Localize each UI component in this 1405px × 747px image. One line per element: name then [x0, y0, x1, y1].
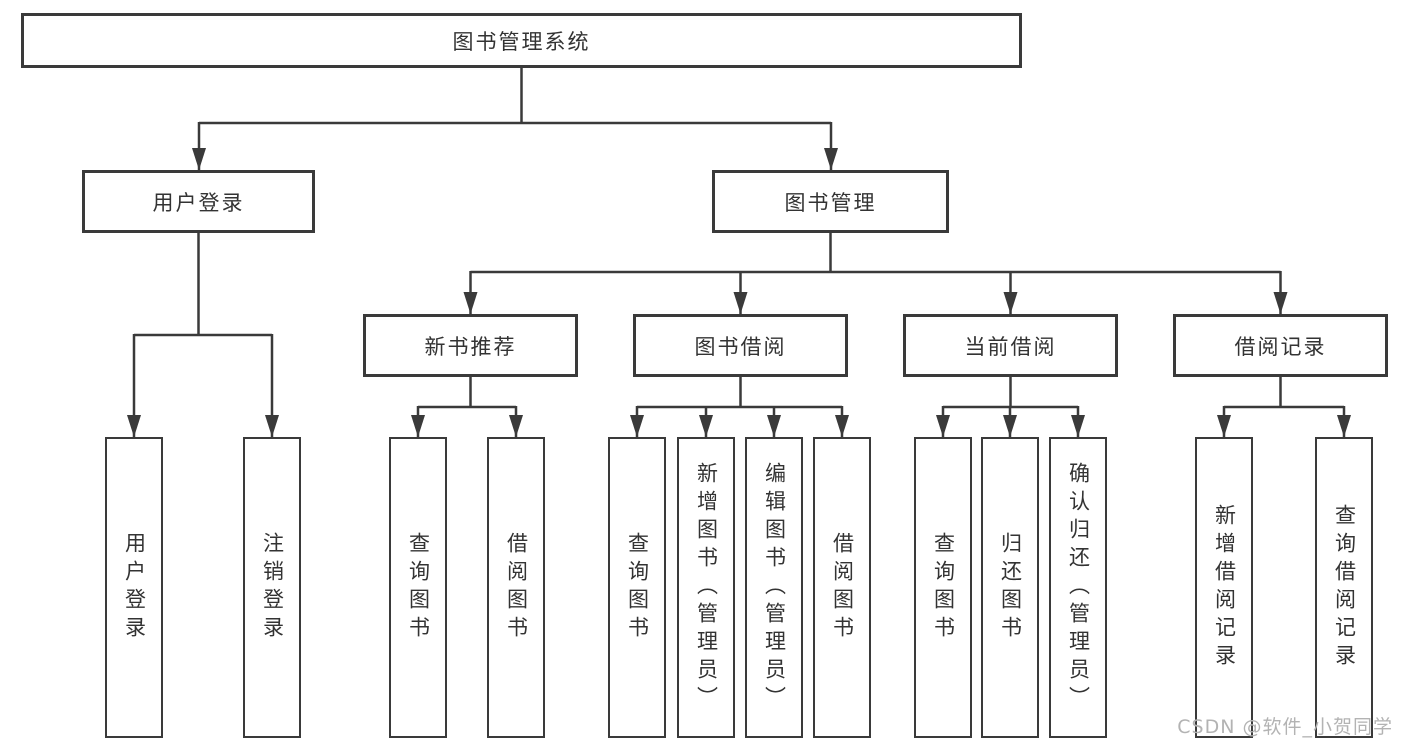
node-new-book-recommend-label: 新书推荐: [424, 334, 517, 359]
node-book-management: 图书管理: [712, 170, 949, 233]
leaf-query-books-borrowing: 查询图书: [608, 437, 666, 738]
leaf-return-book: 归还图书: [981, 437, 1039, 738]
csdn-watermark: CSDN @软件_小贺同学: [1177, 716, 1393, 738]
connector-new-book-recommend: [418, 377, 516, 409]
leaf-add-borrow-record: 新增借阅记录: [1195, 437, 1253, 738]
node-new-book-recommend: 新书推荐: [363, 314, 578, 377]
leaf-borrow-books-recommend: 借阅图书: [487, 437, 545, 738]
leaf-logout-label: 注销登录: [260, 531, 285, 644]
leaf-query-books-borrowing-label: 查询图书: [625, 531, 650, 644]
leaf-edit-book-admin-label: 编辑图书（管理员）: [762, 461, 787, 714]
leaf-edit-book-admin: 编辑图书（管理员）: [745, 437, 803, 738]
leaf-borrow-books-borrowing: 借阅图书: [813, 437, 871, 738]
leaf-add-book-admin: 新增图书（管理员）: [677, 437, 735, 738]
leaf-query-books-current: 查询图书: [914, 437, 972, 738]
leaf-query-books-current-label: 查询图书: [931, 531, 956, 644]
leaf-user-login-label: 用户登录: [122, 531, 147, 644]
node-current-borrowing: 当前借阅: [903, 314, 1118, 377]
leaf-add-book-admin-label: 新增图书（管理员）: [694, 461, 719, 714]
leaf-logout: 注销登录: [243, 437, 301, 738]
connector-book-management: [470, 233, 1281, 274]
node-borrowing-records-label: 借阅记录: [1234, 334, 1327, 359]
node-book-management-label: 图书管理: [784, 190, 877, 215]
node-root-library-system: 图书管理系统: [21, 13, 1022, 68]
leaf-confirm-return-admin: 确认归还（管理员）: [1049, 437, 1107, 738]
node-root-label: 图书管理系统: [452, 29, 591, 54]
leaf-query-books-recommend: 查询图书: [389, 437, 447, 738]
connector-current-borrowing: [943, 377, 1078, 409]
leaf-user-login: 用户登录: [105, 437, 163, 738]
leaf-borrow-books-recommend-label: 借阅图书: [504, 531, 529, 644]
node-borrowing-records: 借阅记录: [1173, 314, 1388, 377]
node-book-borrowing-label: 图书借阅: [694, 334, 787, 359]
leaf-query-borrow-record: 查询借阅记录: [1315, 437, 1373, 738]
node-book-borrowing: 图书借阅: [633, 314, 848, 377]
node-user-login: 用户登录: [82, 170, 315, 233]
connector-book-borrowing: [637, 377, 842, 409]
leaf-add-borrow-record-label: 新增借阅记录: [1212, 503, 1237, 672]
leaf-query-borrow-record-label: 查询借阅记录: [1332, 503, 1357, 672]
connector-user-login: [134, 233, 272, 337]
node-user-login-label: 用户登录: [152, 190, 245, 215]
connector-root: [199, 67, 831, 125]
connector-borrowing-records: [1224, 377, 1344, 409]
leaf-query-books-recommend-label: 查询图书: [406, 531, 431, 644]
leaf-borrow-books-borrowing-label: 借阅图书: [830, 531, 855, 644]
node-current-borrowing-label: 当前借阅: [964, 334, 1057, 359]
leaf-return-book-label: 归还图书: [998, 531, 1023, 644]
leaf-confirm-return-admin-label: 确认归还（管理员）: [1066, 461, 1091, 714]
